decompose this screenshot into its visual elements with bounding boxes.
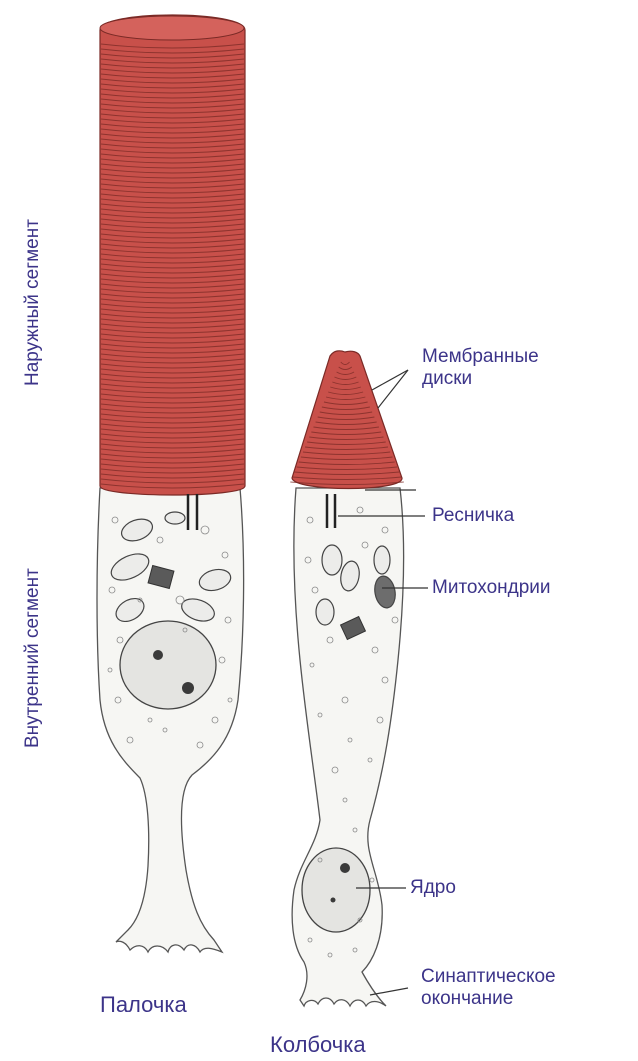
membrane-disks-label-line1: Мембранные — [422, 346, 539, 368]
rod-label: Палочка — [100, 992, 187, 1018]
synaptic-ending-label-line2: окончание — [421, 988, 556, 1010]
synaptic-ending-label-line1: Синаптическое — [421, 966, 556, 988]
rod-inner-segment — [97, 488, 244, 952]
outer-segment-label: Наружный сегмент — [22, 219, 44, 386]
mitochondria-label: Митохондрии — [432, 577, 551, 599]
cone-cell — [290, 351, 403, 1006]
membrane-disks-label-line2: диски — [422, 368, 539, 390]
inner-segment-label: Внутренний сегмент — [22, 568, 44, 748]
rod-outer-top — [100, 16, 244, 40]
cone-label: Колбочка — [270, 1032, 366, 1058]
cilium-label: Ресничка — [432, 505, 514, 527]
rod-cell — [97, 15, 245, 952]
nucleus-label: Ядро — [410, 877, 456, 899]
rod-nucleus — [120, 621, 216, 709]
cone-nucleus — [302, 848, 370, 932]
synaptic-ending-label: Синаптическое окончание — [421, 966, 556, 1010]
membrane-disks-label: Мембранные диски — [422, 346, 539, 390]
